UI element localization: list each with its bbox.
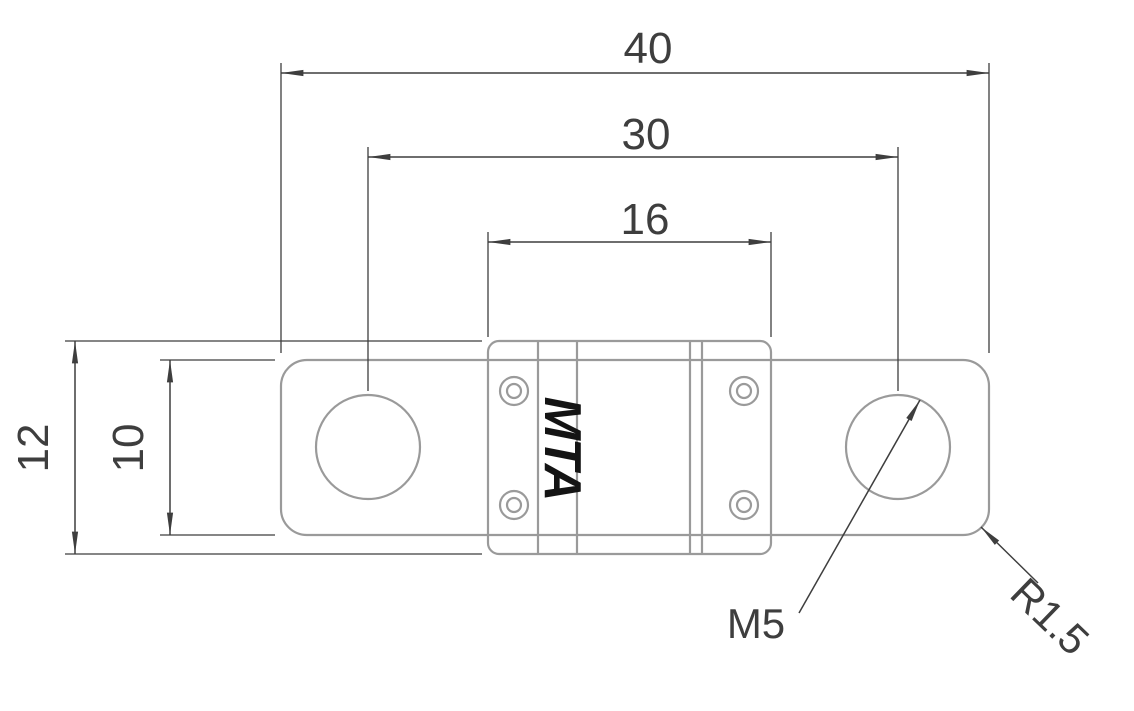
fuse-part: MTA [279,339,991,556]
housing-outline [486,339,773,556]
leader-line [980,526,1039,584]
rivet-outer-ring [728,375,760,407]
dimension-housing-height: 12 [9,340,482,555]
dimension-value: 16 [621,195,670,244]
right-mounting-hole [844,393,952,501]
rivet-inner-ring [505,382,523,400]
fuse-housing: MTA [486,339,773,556]
dimension-value: 10 [104,424,153,473]
dimension-overall-length: 40 [280,24,990,353]
rivet-inner-ring [735,496,753,514]
rivet-top-left [498,375,530,407]
dimension-value: 12 [9,424,58,473]
manufacturer-logo: MTA [533,397,591,500]
callout-value: R1.5 [1002,569,1098,664]
callout-hole-thread: M5 [727,399,921,647]
rivet-inner-ring [735,382,753,400]
rivet-inner-ring [505,496,523,514]
rivet-bottom-right [728,489,760,521]
dimension-housing-width: 16 [487,195,772,337]
left-mounting-hole [314,393,422,501]
callout-corner-radius: R1.5 [980,526,1098,664]
rivet-outer-ring [498,375,530,407]
dimension-value: 40 [624,24,673,73]
rivet-top-right [728,375,760,407]
rivet-bottom-left [498,489,530,521]
rivet-outer-ring [728,489,760,521]
leader-line [798,399,921,614]
dimension-value: 30 [622,110,671,159]
rivet-outer-ring [498,489,530,521]
dimension-strip-height: 10 [104,359,275,536]
dimension-hole-center-distance: 30 [367,110,899,391]
callout-value: M5 [727,600,785,647]
